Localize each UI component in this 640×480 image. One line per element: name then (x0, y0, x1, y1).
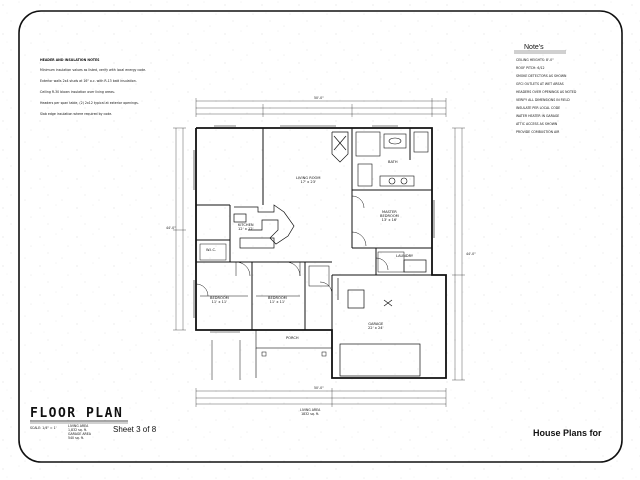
room-name: BEDROOM (380, 214, 399, 218)
room-master: MASTER BEDROOM 13' x 16' (380, 210, 399, 222)
header-note-item: Exterior walls 2x4 studs at 16" o.c. wit… (40, 79, 137, 83)
note-item: ATTIC ACCESS AS SHOWN (516, 122, 558, 126)
header-note-item: Ceiling R-30 blown insulation over livin… (40, 90, 115, 94)
area-block: LIVING AREA 1,832 sq. ft. GARAGE AREA 54… (68, 424, 91, 440)
floor-plan (173, 98, 465, 407)
room-size: 11' x 11' (269, 300, 286, 304)
bath-fixtures (355, 131, 429, 187)
bottom-area-label: LIVING AREA 1832 sq. ft. (300, 408, 320, 416)
room-name: BEDROOM (268, 296, 287, 300)
dim-bottom: 50'-0" (314, 386, 324, 390)
sheet-border (18, 10, 623, 463)
dim-right: 44'-0" (466, 252, 476, 256)
porch-outline (255, 329, 333, 378)
kitchen-counters (233, 204, 295, 249)
note-item: INSULATE PER LOCAL CODE (516, 106, 561, 110)
room-size: 17' x 23' (300, 180, 316, 184)
brand-text: House Plans for (533, 428, 602, 438)
area-line: 1832 sq. ft. (301, 412, 320, 416)
area-line: 540 sq. ft. (68, 436, 85, 440)
note-item: ROOF PITCH: 6/12 (516, 66, 545, 70)
room-size: 13' x 16' (381, 218, 398, 222)
note-item: CEILING HEIGHTS: 8'-0" (516, 58, 554, 62)
fireplace (331, 131, 349, 163)
window-marks (193, 125, 435, 333)
room-name: MASTER (381, 210, 397, 214)
door-swings (195, 195, 389, 297)
closet-lines (199, 243, 405, 297)
room-bedroom-1: BEDROOM 11' x 11' (210, 296, 229, 304)
note-item: GFCI OUTLETS AT WET AREAS (516, 82, 564, 86)
header-note-item: Headers per span table, (2) 2x12 typical… (40, 101, 139, 105)
room-name: KITCHEN (238, 223, 254, 227)
area-line: GARAGE AREA (68, 432, 91, 436)
room-bedroom-2: BEDROOM 11' x 11' (268, 296, 287, 304)
scale-label: SCALE: 1/4" = 1' (30, 426, 57, 430)
area-line: 1,832 sq. ft. (68, 428, 88, 432)
room-name: BATH (388, 160, 398, 164)
note-item: HEADERS OVER OPENINGS AS NOTED (516, 90, 577, 94)
room-size: 11' x 11' (211, 300, 228, 304)
notes-column (514, 50, 566, 54)
note-item: VERIFY ALL DIMENSIONS IN FIELD (516, 98, 570, 102)
room-wic: W.I.C. (206, 248, 216, 252)
room-name: PORCH (286, 336, 299, 340)
header-notes: HEADER AND INSULATION NOTES Minimum insu… (40, 58, 160, 123)
room-size: 12' x 12' (238, 227, 254, 231)
area-line: LIVING AREA (300, 408, 321, 412)
room-laundry: LAUNDRY (396, 254, 413, 258)
notes-list: CEILING HEIGHTS: 8'-0" ROOF PITCH: 6/12 … (516, 58, 596, 138)
room-name: LAUNDRY (396, 254, 414, 258)
room-bath: BATH (388, 160, 398, 164)
notes-title: Note's (524, 44, 544, 51)
dimension-lines (173, 98, 465, 407)
room-name: LIVING ROOM (296, 176, 321, 180)
area-line: LIVING AREA (68, 424, 89, 428)
note-item: WATER HEATER IN GARAGE (516, 114, 560, 118)
exterior-walls (195, 127, 447, 379)
room-garage: GARAGE 22' x 24' (368, 322, 384, 330)
room-porch: PORCH (286, 336, 299, 340)
room-size: 22' x 24' (368, 326, 384, 330)
header-note-item: Slab edge insulation where required by c… (40, 112, 113, 116)
dim-left: 44'-0" (166, 226, 176, 230)
room-living: LIVING ROOM 17' x 23' (296, 176, 320, 184)
header-note-item: Minimum insulation values as listed, ver… (40, 68, 147, 72)
room-name: W.I.C. (206, 248, 217, 252)
note-item: PROVIDE COMBUSTION AIR (516, 130, 560, 134)
room-name: BEDROOM (210, 296, 229, 300)
dim-top: 50'-0" (314, 96, 324, 100)
plan-title: FLOOR PLAN (30, 406, 124, 421)
room-kitchen: KITCHEN 12' x 12' (238, 223, 254, 231)
porch-columns (211, 340, 327, 380)
interior-walls (196, 128, 446, 330)
header-notes-title: HEADER AND INSULATION NOTES (40, 58, 100, 62)
sheet-number: Sheet 3 of 8 (113, 425, 157, 434)
room-name: GARAGE (368, 322, 384, 326)
note-item: SMOKE DETECTORS AS SHOWN (516, 74, 567, 78)
